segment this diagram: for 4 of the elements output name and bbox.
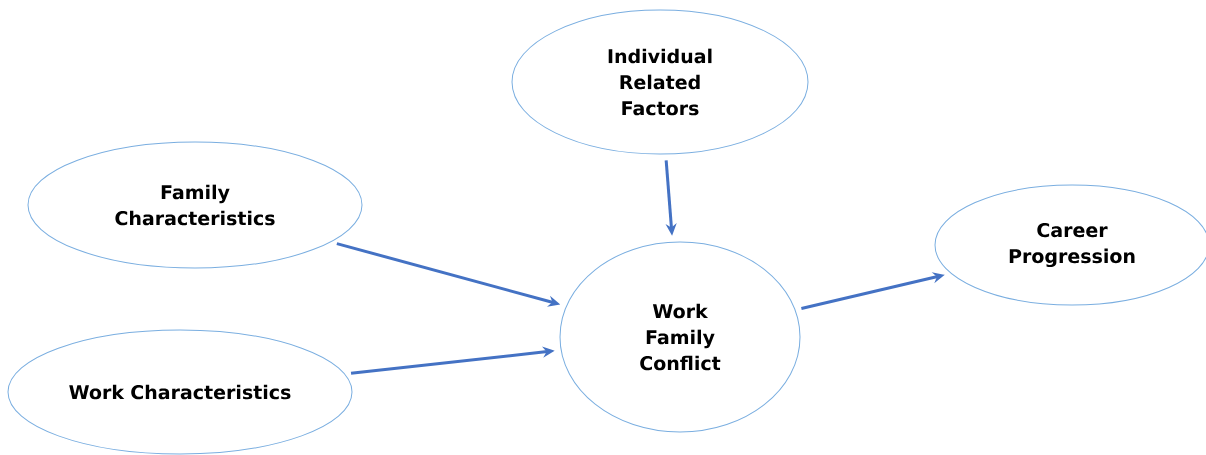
ellipse-node: Individual Related Factors: [511, 9, 809, 155]
ellipse-node: Work Characteristics: [7, 329, 353, 455]
ellipse-node: Family Characteristics: [27, 141, 363, 269]
ellipse-node: Work Family Conflict: [559, 241, 801, 433]
